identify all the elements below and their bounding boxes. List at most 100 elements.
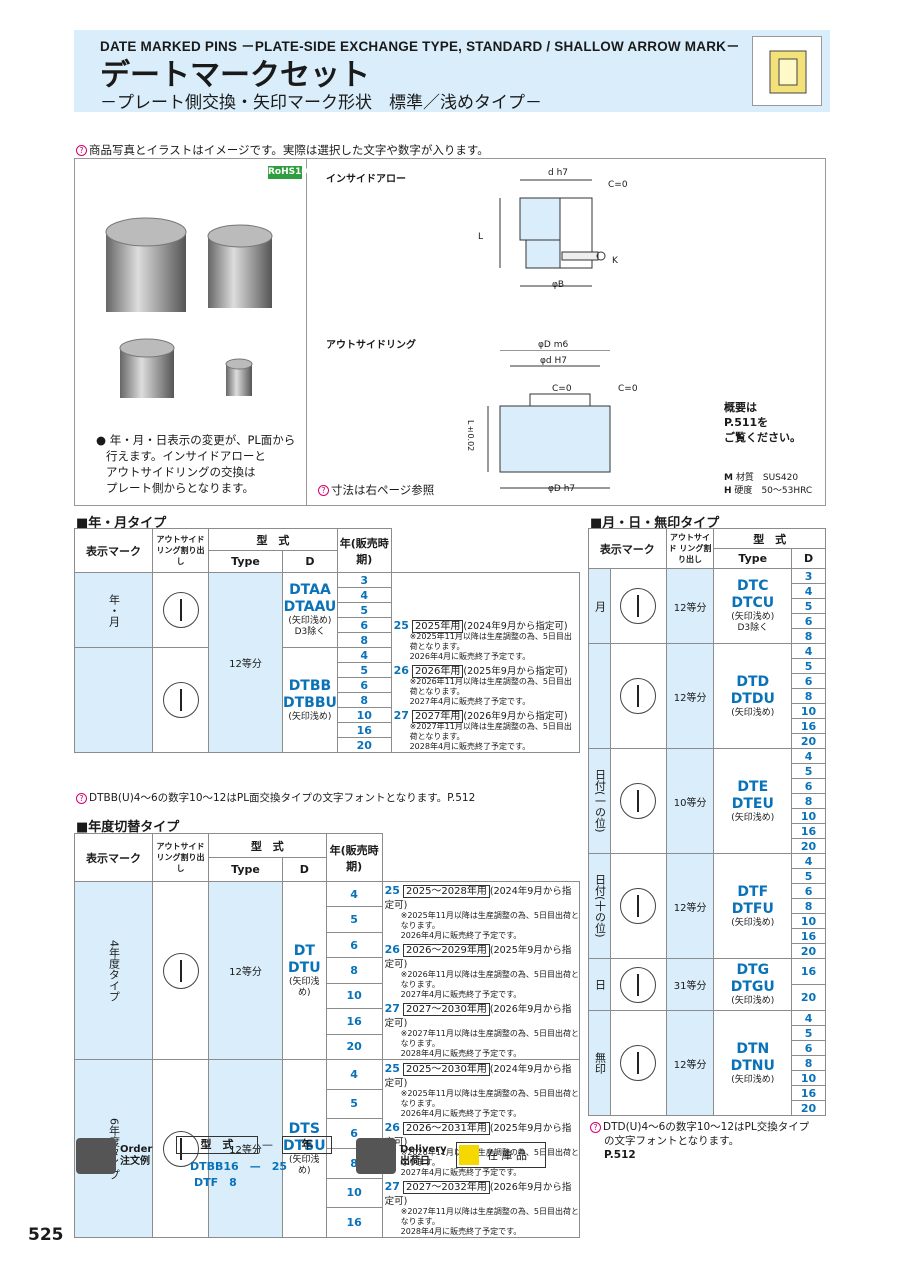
tip-icon: ? <box>76 792 87 804</box>
d-value: 16 <box>791 928 826 944</box>
d-value: 6 <box>791 613 826 629</box>
dim-L: L <box>478 232 484 242</box>
d-value: 10 <box>791 808 826 824</box>
note-dtbb: ?DTBB(U)4～6の数字10～12はPL面交換タイプの文字フォントとなります… <box>76 790 475 805</box>
divider <box>306 158 307 506</box>
d-value: 6 <box>791 778 826 794</box>
d-value: 16 <box>791 718 826 734</box>
dim-phiDh7: φD h7 <box>548 484 576 494</box>
dial-icon <box>162 682 199 718</box>
ring-division: 12等分 <box>665 568 715 644</box>
phone-icon <box>76 1138 116 1174</box>
d-value: 8 <box>791 628 826 644</box>
order-model-header: 型 式 <box>176 1136 258 1154</box>
feature-bullet: ● 年・月・日表示の変更が、PL面から行えます。インサイドアローとアウトサイドリ… <box>96 433 296 495</box>
d-value: 16 <box>791 1085 826 1101</box>
title-en: DATE MARKED PINS －PLATE-SIDE EXCHANGE TY… <box>100 39 740 54</box>
row-category: 日付(十の位) <box>593 874 607 938</box>
row-category: 無印 <box>593 1052 607 1074</box>
tip-icon: ? <box>318 485 329 496</box>
dim-Ltol: L±0.02 <box>466 420 475 452</box>
inside-arrow-label: インサイドアロー <box>326 174 406 185</box>
row-category: 日付(一の位) <box>593 769 607 833</box>
d-value: 16 <box>791 823 826 839</box>
product-box <box>74 158 826 506</box>
dial-icon <box>620 966 657 1003</box>
d-value: 5 <box>791 658 826 674</box>
d-value: 4 <box>791 748 826 764</box>
dial-icon <box>162 592 199 628</box>
d-value: 20 <box>791 733 826 749</box>
dim-K: K <box>612 256 618 266</box>
d-value: 4 <box>791 643 826 659</box>
d-value: 20 <box>791 838 826 854</box>
ring-division: 12等分 <box>665 853 715 959</box>
page-number: 525 <box>28 1225 64 1245</box>
section-year-month: ■年・月タイプ <box>76 516 167 531</box>
d-value: 3 <box>791 568 826 584</box>
tip-icon: ? <box>590 1121 601 1133</box>
d-value: 8 <box>791 688 826 704</box>
section-month-day: ■月・日・無印タイプ <box>590 516 720 531</box>
dim-c0b: C=0 <box>552 384 572 394</box>
ring-division: 10等分 <box>665 748 715 854</box>
dim-c0c: C=0 <box>618 384 638 394</box>
d-value: 5 <box>791 1025 826 1041</box>
dial-icon <box>620 678 657 714</box>
row-category: 日 <box>593 979 607 990</box>
dim-phidH7: φd H7 <box>540 356 568 366</box>
note-dtd: ?DTD(U)4～6の数字10～12はPL交換タイプの文字フォントとなります。P… <box>590 1120 809 1162</box>
d-value: 10 <box>791 703 826 719</box>
dim-phiB: φB <box>552 280 565 290</box>
dial-icon <box>620 588 657 624</box>
d-value: 10 <box>791 1070 826 1086</box>
d-value: 5 <box>791 598 826 614</box>
dial-icon <box>620 888 657 924</box>
ring-division: 12等分 <box>665 643 715 749</box>
dim-dh7: d h7 <box>548 168 569 178</box>
ring-division: 31等分 <box>665 958 715 1011</box>
dial-icon <box>162 952 199 989</box>
order-dash: — <box>262 1138 273 1151</box>
dim-phiDm6: φD m6 <box>538 340 569 350</box>
dial-icon <box>620 1045 657 1081</box>
section-fiscal: ■年度切替タイプ <box>76 820 180 835</box>
row-category: 月 <box>593 600 607 612</box>
d-value: 20 <box>791 943 826 959</box>
d-value: 4 <box>791 1010 826 1026</box>
d-value: 8 <box>791 898 826 914</box>
outside-ring-drawing <box>487 350 611 489</box>
d-value: 20 <box>791 984 826 1011</box>
d-value: 5 <box>791 763 826 779</box>
dial-icon <box>620 783 657 819</box>
d-value: 8 <box>791 1055 826 1071</box>
box-icon <box>459 1145 479 1165</box>
ring-division: 12等分 <box>665 1010 715 1116</box>
d-value: 6 <box>791 1040 826 1056</box>
truck-icon <box>356 1138 396 1174</box>
d-value: 10 <box>791 913 826 929</box>
inside-arrow-drawing <box>499 179 606 287</box>
order-example-2: DTF 8 <box>194 1176 237 1189</box>
d-value: 4 <box>791 853 826 869</box>
product-photo <box>105 217 273 398</box>
dimension-note: ?寸法は右ページ参照 <box>318 482 434 498</box>
image-note: ?商品写真とイラストはイメージです。実際は選択した文字や数字が入ります。 <box>76 142 489 158</box>
stock-badge: 在 庫 品 <box>456 1142 546 1168</box>
d-value: 6 <box>791 883 826 899</box>
title-jp: デートマークセット <box>100 58 370 93</box>
d-value: 6 <box>791 673 826 689</box>
order-year-header: 年 <box>282 1136 332 1154</box>
outside-ring-label: アウトサイドリング <box>326 340 416 351</box>
dim-c0: C=0 <box>608 180 628 190</box>
subtitle: －プレート側交換・矢印マーク形状 標準／浅めタイプ－ <box>100 93 542 113</box>
